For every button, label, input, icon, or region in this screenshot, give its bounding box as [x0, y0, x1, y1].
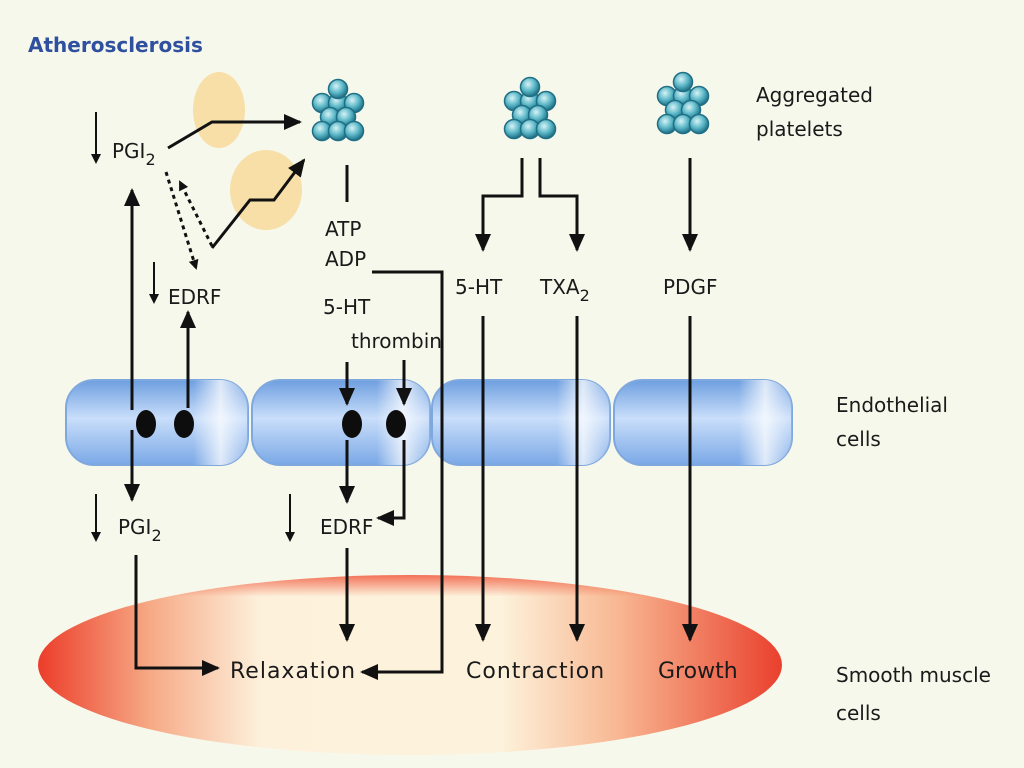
platelets-label-line1: Aggregated	[756, 83, 873, 107]
pdgf-label: PDGF	[663, 275, 717, 299]
platelets-label-line2: platelets	[756, 117, 843, 141]
diagram-title: Atherosclerosis	[28, 33, 203, 57]
cell-nucleus-icon	[386, 410, 406, 438]
smooth-muscle-label-line2: cells	[836, 701, 881, 725]
cell-nucleus-icon	[342, 410, 362, 438]
endothelial-label-line1: Endothelial	[836, 393, 948, 417]
endothelial-cell-1	[65, 379, 249, 466]
endothelial-cell-4	[613, 379, 793, 466]
contraction-label: Contraction	[466, 659, 605, 684]
pgi2-bottom-label: PGI2	[118, 515, 162, 545]
platelet-cluster-icon	[311, 78, 365, 142]
adp-label: ADP	[325, 247, 366, 271]
platelet-cluster-icon	[503, 76, 557, 140]
5ht-mid-label: 5-HT	[455, 275, 503, 299]
halo-lower	[230, 150, 302, 230]
smooth-muscle-layer	[38, 575, 782, 755]
cell-nucleus-icon	[174, 410, 194, 438]
edrf-top-label: EDRF	[168, 285, 221, 309]
smooth-muscle-label-line1: Smooth muscle	[836, 663, 991, 687]
endothelial-cell-3	[431, 379, 611, 466]
endothelial-cell-2	[251, 379, 431, 466]
endothelial-label-line2: cells	[836, 427, 881, 451]
endothelial-layer	[65, 379, 793, 466]
pathway-arrows	[91, 112, 698, 680]
atp-label: ATP	[325, 217, 361, 241]
relaxation-label: Relaxation	[230, 659, 356, 684]
pgi2-top-label: PGI2	[112, 139, 156, 169]
edrf-bottom-label: EDRF	[320, 515, 373, 539]
halo-upper	[193, 72, 245, 148]
5ht-left-label: 5-HT	[323, 295, 371, 319]
cell-nucleus-icon	[136, 410, 156, 438]
growth-label: Growth	[658, 659, 738, 684]
txa2-label: TXA2	[539, 275, 590, 305]
platelet-cluster-icon	[656, 71, 710, 135]
thrombin-label: thrombin	[351, 329, 442, 353]
